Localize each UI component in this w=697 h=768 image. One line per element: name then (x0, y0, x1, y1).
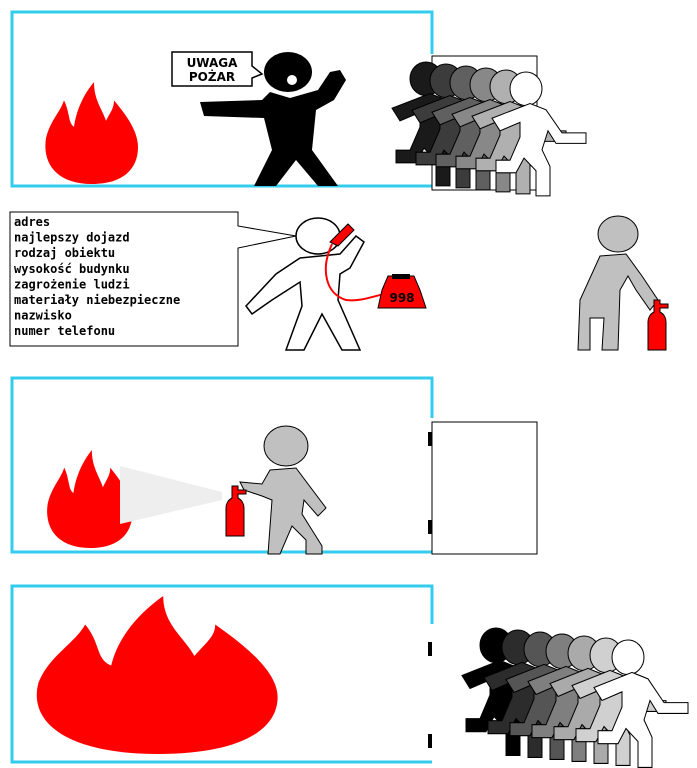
checklist-item: materiały niebezpieczne (14, 293, 180, 307)
extinguisher-spray (120, 466, 222, 524)
checklist-item: adres (14, 215, 50, 229)
closed-door (432, 422, 537, 554)
crowd-escaping (462, 628, 688, 767)
emergency-number: 998 (389, 291, 414, 305)
checklist-item: najlepszy dojazd (14, 231, 130, 245)
alarm-text-line1: UWAGA (187, 56, 239, 70)
flame-icon (37, 596, 278, 754)
checklist-item: nazwisko (14, 309, 72, 323)
flame-icon (47, 450, 132, 548)
speech-bubble-alarm: UWAGA POŻAR (172, 52, 262, 86)
person-with-extinguisher (578, 216, 658, 350)
panel-4-evacuate (12, 586, 688, 767)
panel-3-extinguish (12, 378, 537, 554)
crowd-escaping (392, 62, 586, 196)
checklist-item: numer telefonu (14, 324, 115, 338)
checklist-item: wysokość budynku (14, 262, 130, 276)
checklist-item: rodzaj obiektu (14, 246, 115, 260)
panel-1-alarm: UWAGA POŻAR (12, 12, 586, 196)
flame-icon (45, 82, 138, 184)
person-extinguishing (240, 426, 326, 554)
fire-extinguisher-icon (226, 486, 246, 536)
alarm-text-line2: POŻAR (189, 69, 235, 84)
checklist-item: zagrożenie ludzi (14, 277, 130, 291)
